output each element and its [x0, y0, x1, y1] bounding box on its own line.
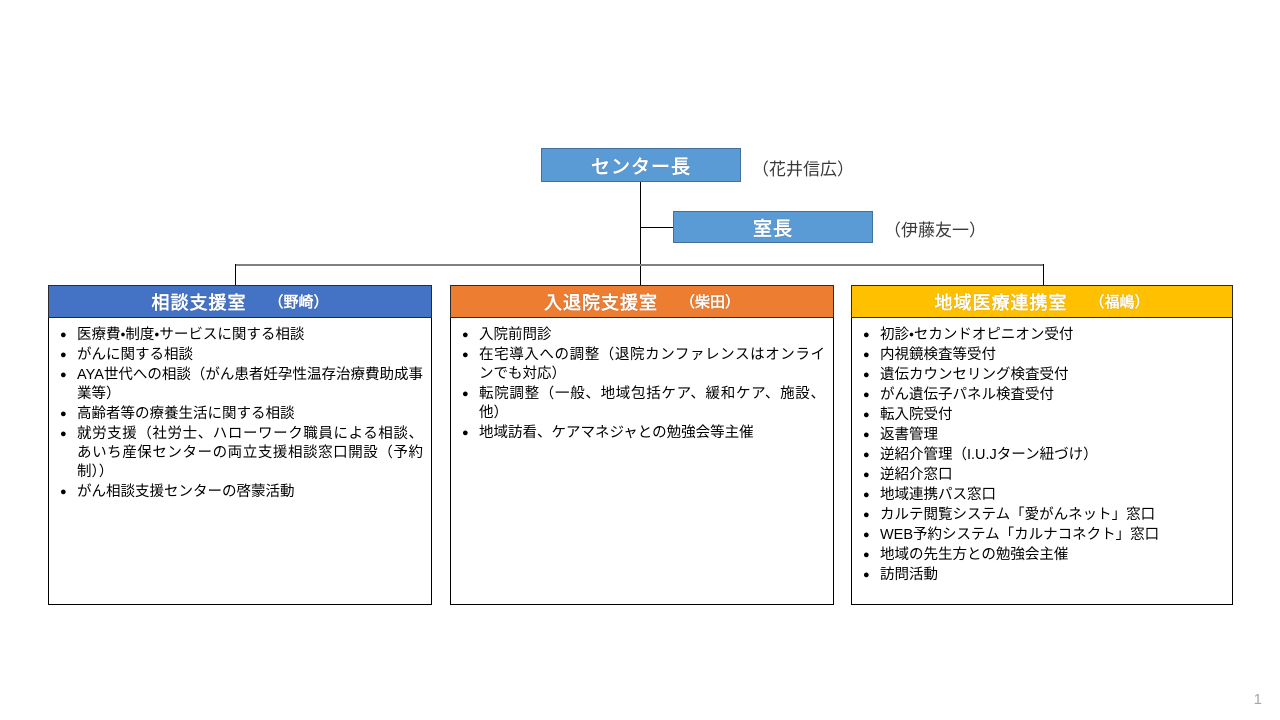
bullet-icon: ●: [462, 329, 469, 341]
bullet-icon: ●: [863, 449, 870, 461]
list-item: ● 逆紹介窓口: [862, 466, 1224, 485]
list-item-label: 転入院受付: [880, 407, 953, 423]
room-chief-person: （伊藤友一）: [884, 221, 986, 240]
list-item-label: カルテ閲覧システム「愛がんネット」窓口: [880, 507, 1156, 523]
bullet-icon: ●: [60, 369, 67, 381]
node-center-director[interactable]: センター長: [541, 148, 741, 182]
department-regional-body: ● 初診・セカンドオピニオン受付 ● 内視鏡検査等受付 ● 遺伝カウンセリング検査受付 ● が…: [851, 318, 1233, 605]
list-item-label: 返書管理: [880, 427, 938, 443]
department-admit-body: ● 入院前問診 ● 在宅導入への調整（退院カンファレンスはオンラインでも対応） ● 転院調…: [450, 318, 834, 605]
list-item-label: 地域の先生方との勉強会主催: [880, 547, 1069, 563]
bullet-icon: ●: [863, 389, 870, 401]
bullet-icon: ●: [60, 486, 67, 498]
bullet-icon: ●: [462, 427, 469, 439]
list-item: ● 在宅導入への調整（退院カンファレンスはオンラインでも対応）: [461, 346, 825, 384]
list-item: ● 転入院受付: [862, 406, 1224, 425]
list-item-label: 医療費・制度・サービスに関する相談: [77, 327, 305, 343]
connector-drop-consult: [235, 264, 236, 285]
list-item: ● がん遺伝子パネル検査受付: [862, 386, 1224, 405]
list-item: ● がん相談支援センターの啓蒙活動: [59, 483, 423, 502]
list-item: ● がんに関する相談: [59, 346, 423, 365]
list-item: ● 返書管理: [862, 426, 1224, 445]
bullet-icon: ●: [863, 549, 870, 561]
department-consult: 相談支援室 （野崎） ● 医療費・制度・サービスに関する相談 ● がんに関する相談 ● A…: [48, 285, 432, 605]
list-item: ● WEB予約システム「カルナコネクト」窓口: [862, 526, 1224, 545]
department-admit-title: 入退院支援室: [543, 292, 658, 313]
bullet-icon: ●: [863, 489, 870, 501]
list-item: ● 高齢者等の療養生活に関する相談: [59, 405, 423, 424]
list-item: ● 地域の先生方との勉強会主催: [862, 546, 1224, 565]
department-regional: 地域医療連携室 （福嶋） ● 初診・セカンドオピニオン受付 ● 内視鏡検査等受付 ● 遺伝…: [851, 285, 1233, 605]
list-item-label: 遺伝カウンセリング検査受付: [880, 367, 1069, 383]
department-regional-lead: （福嶋）: [1089, 294, 1150, 311]
list-item: ● カルテ閲覧システム「愛がんネット」窓口: [862, 506, 1224, 525]
list-item: ● 転院調整（一般、地域包括ケア、緩和ケア、施設、他）: [461, 385, 825, 423]
list-item-label: 逆紹介窓口: [880, 467, 953, 483]
list-item: ● 地域連携パス窓口: [862, 486, 1224, 505]
list-item-label: がん遺伝子パネル検査受付: [880, 387, 1054, 403]
bullet-icon: ●: [863, 529, 870, 541]
department-admit-header[interactable]: 入退院支援室 （柴田）: [450, 285, 834, 318]
department-regional-header[interactable]: 地域医療連携室 （福嶋）: [851, 285, 1233, 318]
list-item-label: AYA世代への相談（がん患者妊孕性温存治療費助成事業等）: [77, 367, 423, 402]
list-item-label: 地域訪看、ケアマネジャとの勉強会等主催: [479, 425, 754, 441]
department-consult-header[interactable]: 相談支援室 （野崎）: [48, 285, 432, 318]
list-item-label: 内視鏡検査等受付: [880, 347, 996, 363]
department-consult-title: 相談支援室: [151, 292, 247, 313]
department-admit-list: ● 入院前問診 ● 在宅導入への調整（退院カンファレンスはオンラインでも対応） ● 転院調…: [461, 326, 825, 443]
list-item: ● AYA世代への相談（がん患者妊孕性温存治療費助成事業等）: [59, 366, 423, 404]
department-regional-title: 地域医療連携室: [934, 292, 1068, 313]
department-consult-lead: （野崎）: [268, 294, 329, 311]
center-director-title: センター長: [590, 156, 691, 178]
list-item-label: 逆紹介管理（I.U.Jターン紐づけ）: [880, 447, 1098, 463]
bullet-icon: ●: [60, 428, 67, 440]
bullet-icon: ●: [60, 349, 67, 361]
bullet-icon: ●: [863, 409, 870, 421]
bullet-icon: ●: [863, 349, 870, 361]
bullet-icon: ●: [462, 388, 469, 400]
list-item-label: 初診・セカンドオピニオン受付: [880, 327, 1074, 343]
department-regional-list: ● 初診・セカンドオピニオン受付 ● 内視鏡検査等受付 ● 遺伝カウンセリング検査受付 ● が…: [862, 326, 1224, 585]
list-item: ● 内視鏡検査等受付: [862, 346, 1224, 365]
list-item: ● 地域訪看、ケアマネジャとの勉強会等主催: [461, 424, 825, 443]
list-item: ● 訪問活動: [862, 566, 1224, 585]
list-item-label: がん相談支援センターの啓蒙活動: [77, 484, 295, 500]
room-chief-title: 室長: [752, 218, 793, 240]
connector-room-chief-stub: [641, 227, 673, 228]
list-item-label: 在宅導入への調整（退院カンファレンスはオンラインでも対応）: [479, 347, 825, 382]
bullet-icon: ●: [863, 329, 870, 341]
node-room-chief[interactable]: 室長: [673, 211, 873, 243]
center-director-person: （花井信広）: [752, 160, 854, 179]
list-item-label: 転院調整（一般、地域包括ケア、緩和ケア、施設、他）: [479, 386, 825, 421]
bullet-icon: ●: [863, 509, 870, 521]
list-item: ● 入院前問診: [461, 326, 825, 345]
department-admit: 入退院支援室 （柴田） ● 入院前問診 ● 在宅導入への調整（退院カンファレンスはオン…: [450, 285, 834, 605]
list-item: ● 初診・セカンドオピニオン受付: [862, 326, 1224, 345]
list-item-label: 地域連携パス窓口: [880, 487, 996, 503]
list-item-label: がんに関する相談: [77, 347, 193, 363]
list-item: ● 就労支援（社労士、ハローワーク職員による相談、あいち産保センターの両立支援相談…: [59, 425, 423, 482]
list-item: ● 逆紹介管理（I.U.Jターン紐づけ）: [862, 446, 1224, 465]
bullet-icon: ●: [462, 349, 469, 361]
bullet-icon: ●: [60, 408, 67, 420]
page-number: 1: [1253, 691, 1262, 708]
connector-drop-regional: [1043, 264, 1044, 285]
department-consult-list: ● 医療費・制度・サービスに関する相談 ● がんに関する相談 ● AYA世代への相談（がん…: [59, 326, 423, 502]
bullet-icon: ●: [863, 429, 870, 441]
list-item: ● 遺伝カウンセリング検査受付: [862, 366, 1224, 385]
list-item-label: 高齢者等の療養生活に関する相談: [77, 406, 295, 422]
list-item-label: WEB予約システム「カルナコネクト」窓口: [880, 527, 1160, 543]
bullet-icon: ●: [863, 369, 870, 381]
connector-horizontal-bus: [235, 264, 1044, 266]
department-admit-lead: （柴田）: [679, 294, 740, 311]
bullet-icon: ●: [60, 329, 67, 341]
list-item-label: 就労支援（社労士、ハローワーク職員による相談、あいち産保センターの両立支援相談窓…: [77, 426, 423, 480]
bullet-icon: ●: [863, 469, 870, 481]
connector-trunk-vertical: [640, 182, 641, 285]
bullet-icon: ●: [863, 569, 870, 581]
list-item-label: 訪問活動: [880, 567, 938, 583]
department-consult-body: ● 医療費・制度・サービスに関する相談 ● がんに関する相談 ● AYA世代への相談（がん…: [48, 318, 432, 605]
list-item-label: 入院前問診: [479, 327, 552, 343]
list-item: ● 医療費・制度・サービスに関する相談: [59, 326, 423, 345]
